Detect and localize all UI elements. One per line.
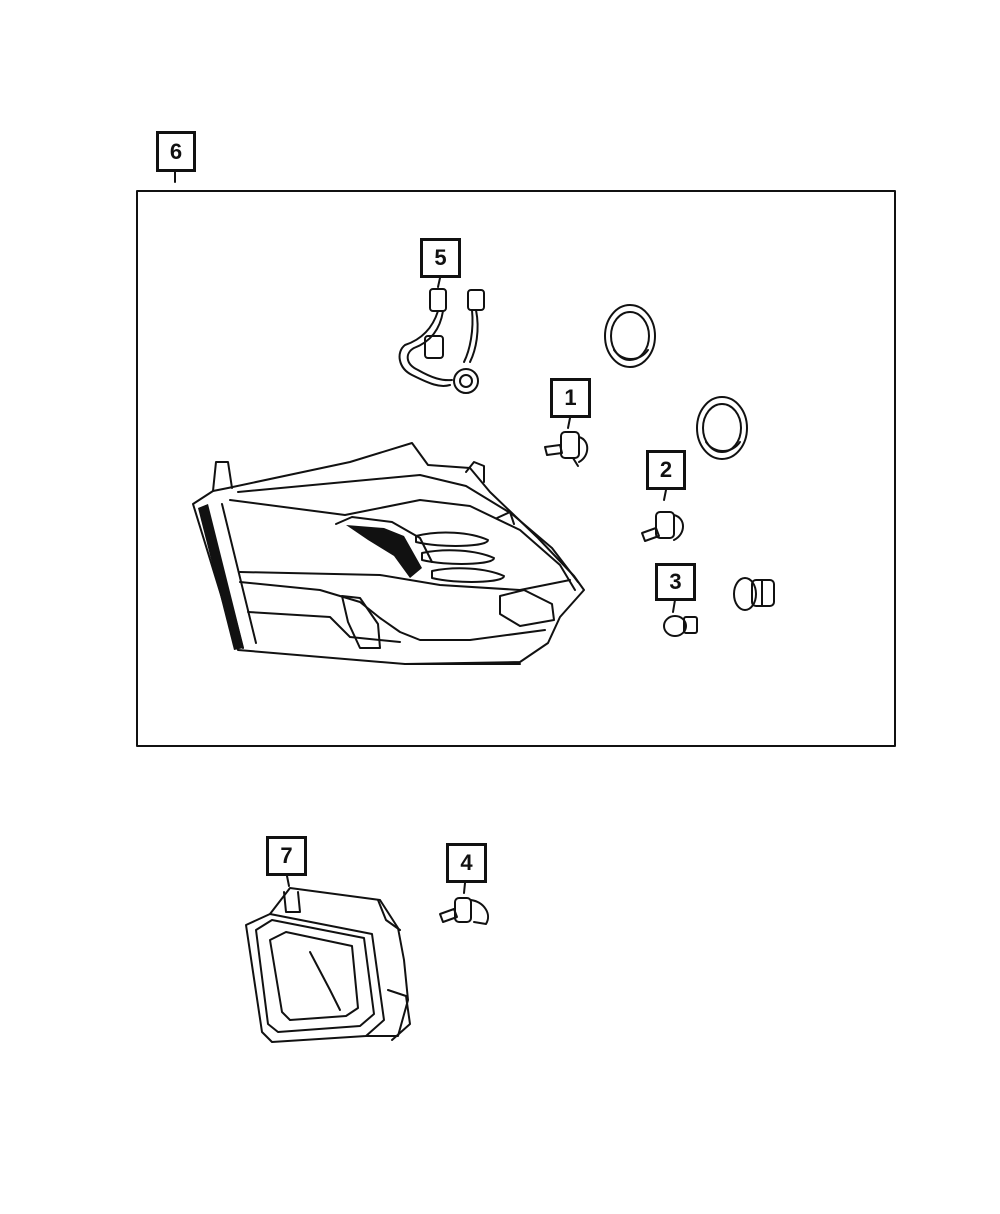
fog-lamp-bulb — [439, 882, 490, 925]
leader-3 — [672, 599, 676, 613]
callout-1: 1 — [550, 378, 591, 418]
fog-lamp — [245, 875, 411, 1043]
callout-3: 3 — [655, 563, 696, 601]
leader-7 — [286, 875, 290, 887]
callout-4: 4 — [446, 843, 487, 883]
callout-6: 6 — [156, 131, 196, 172]
leader-4 — [463, 882, 466, 894]
lens-shade — [346, 525, 422, 578]
bulb-seal-upper — [604, 304, 656, 368]
leader-1 — [567, 417, 571, 429]
park-turn-bulb — [663, 599, 698, 637]
callout-7: 7 — [266, 836, 307, 876]
assembly-frame — [136, 190, 896, 747]
leader-5 — [437, 277, 441, 288]
leader-2 — [663, 489, 667, 501]
bulb-socket — [733, 577, 775, 611]
high-beam-bulb — [641, 489, 684, 542]
callout-2: 2 — [646, 450, 686, 490]
callout-5: 5 — [420, 238, 461, 278]
bulb-seal-lower — [696, 396, 748, 460]
bezel-strip — [198, 504, 244, 650]
wiring-harness — [398, 277, 485, 394]
headlamp-housing — [192, 442, 585, 665]
low-beam-bulb — [544, 417, 589, 467]
